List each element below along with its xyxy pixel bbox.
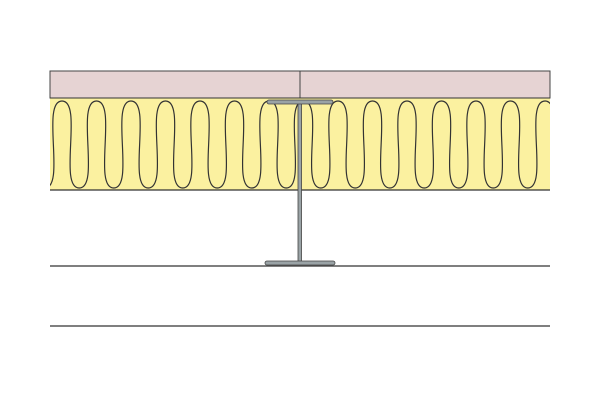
stud-bottom-flange [264,260,336,266]
board-right [299,70,551,99]
steel-stud [264,99,336,266]
insulation-pattern [50,100,550,189]
insulation-loop-line [50,100,550,189]
board-left [49,70,301,99]
stud-top-flange [266,99,334,105]
stud-web [297,100,302,265]
